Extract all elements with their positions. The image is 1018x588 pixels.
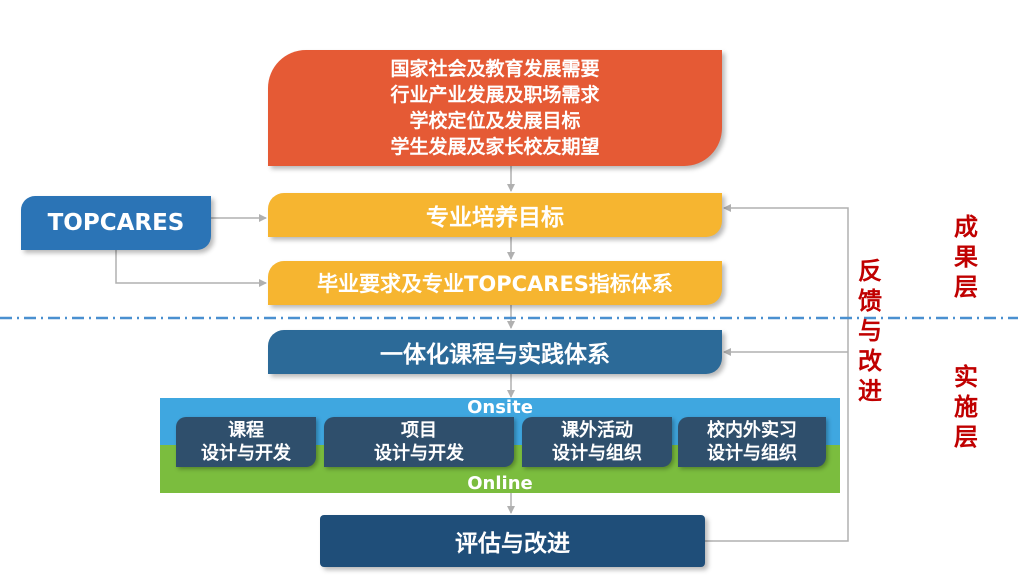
graduation-requirements-label: 毕业要求及专业TOPCARES指标体系 xyxy=(317,272,673,296)
curriculum-system-box: 一体化课程与实践体系 xyxy=(268,330,722,374)
curriculum-system-label: 一体化课程与实践体系 xyxy=(380,342,610,368)
activity-project-line-1: 项目 xyxy=(401,420,437,441)
graduation-requirements-box: 毕业要求及专业TOPCARES指标体系 xyxy=(268,261,722,305)
onsite-label: Onsite xyxy=(467,397,533,418)
needs-box: 国家社会及教育发展需要 行业产业发展及职场需求 学校定位及发展目标 学生发展及家… xyxy=(268,50,722,166)
arrow-topcares-to-requirements xyxy=(115,250,267,287)
feedback-loop-line xyxy=(705,204,849,542)
evaluation-label: 评估与改进 xyxy=(455,531,570,557)
feedback-label: 反馈与改进 xyxy=(858,257,882,405)
activity-internship-line-1: 校内外实习 xyxy=(707,420,797,441)
activity-extracurricular: 课外活动 设计与组织 xyxy=(522,417,672,467)
online-label: Online xyxy=(467,473,533,494)
activity-course-line-1: 课程 xyxy=(228,420,264,441)
evaluation-box: 评估与改进 xyxy=(320,515,705,567)
activity-extracurricular-line-2: 设计与组织 xyxy=(552,443,642,464)
implementation-layer-label: 实施层 xyxy=(954,363,978,451)
needs-line-4: 学生发展及家长校友期望 xyxy=(390,136,600,158)
activity-extracurricular-line-1: 课外活动 xyxy=(561,420,633,441)
training-goal-box: 专业培养目标 xyxy=(268,193,722,237)
outcome-layer-label: 成果层 xyxy=(954,213,978,301)
activity-project: 项目 设计与开发 xyxy=(324,417,514,467)
activity-course: 课程 设计与开发 xyxy=(176,417,316,467)
needs-line-2: 行业产业发展及职场需求 xyxy=(390,84,600,106)
activity-internship-line-2: 设计与组织 xyxy=(707,443,797,464)
training-goal-label: 专业培养目标 xyxy=(426,205,564,231)
needs-line-1: 国家社会及教育发展需要 xyxy=(390,58,600,80)
topcares-box: TOPCARES xyxy=(21,196,211,250)
topcares-label: TOPCARES xyxy=(47,210,185,236)
activity-project-line-2: 设计与开发 xyxy=(374,443,464,464)
activity-course-line-2: 设计与开发 xyxy=(201,443,291,464)
activity-internship: 校内外实习 设计与组织 xyxy=(678,417,826,467)
needs-line-3: 学校定位及发展目标 xyxy=(409,110,581,132)
